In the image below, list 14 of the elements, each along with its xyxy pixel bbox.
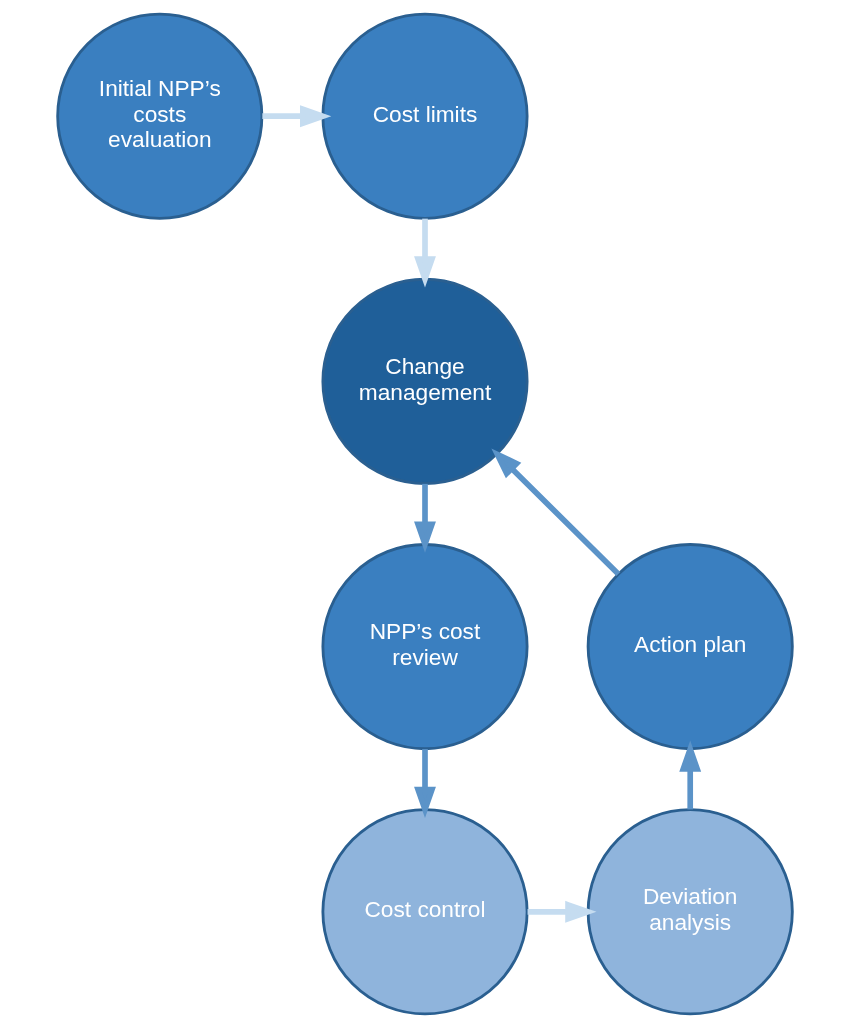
node-circle: Initial NPP’s costs evaluation bbox=[56, 12, 264, 220]
node-circle: Cost control bbox=[321, 808, 529, 1016]
node-circle: Cost limits bbox=[321, 12, 529, 220]
node-circle: Deviation analysis bbox=[586, 808, 794, 1016]
arrow bbox=[414, 749, 436, 818]
arrow bbox=[414, 483, 436, 553]
node-circle: Change management bbox=[321, 277, 529, 485]
arrow bbox=[491, 448, 621, 577]
node-circle: Action plan bbox=[586, 543, 794, 751]
arrow bbox=[414, 218, 436, 288]
arrow bbox=[527, 900, 597, 923]
node-circle: NPP’s cost review bbox=[321, 543, 529, 751]
arrow bbox=[679, 740, 702, 810]
arrow bbox=[262, 105, 332, 128]
